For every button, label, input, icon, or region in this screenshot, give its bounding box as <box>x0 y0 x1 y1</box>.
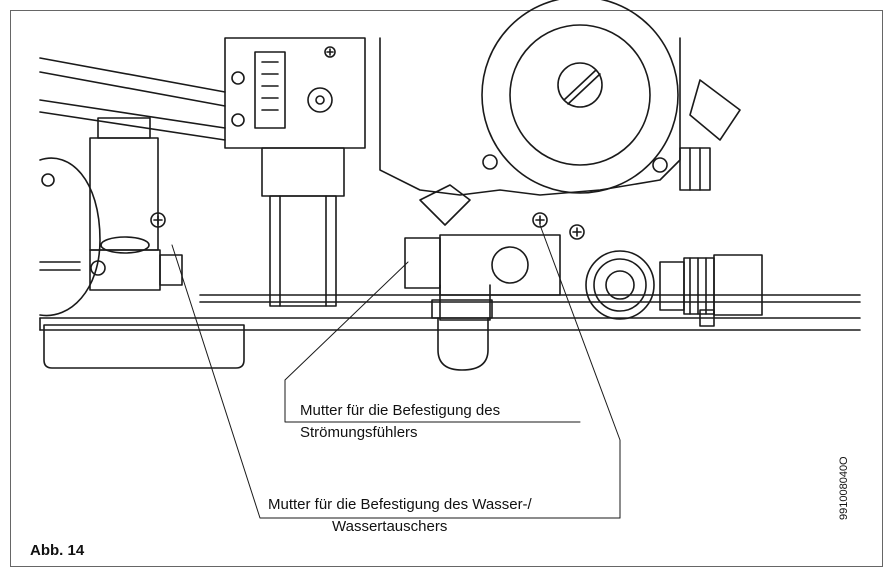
callout-flow-sensor-line2: Strömungsfühlers <box>300 424 418 441</box>
left-valve <box>89 117 183 291</box>
bottom-tray <box>43 324 245 369</box>
center-fitting <box>404 184 585 371</box>
figure-frame <box>10 10 883 567</box>
document-number: 991008040O <box>838 456 850 520</box>
leader-lines <box>171 224 621 519</box>
callout-exchanger-line2: Wassertauschers <box>332 518 448 535</box>
gas-valve <box>224 37 366 307</box>
pump <box>379 0 741 196</box>
figure-caption: Abb. 14 <box>30 542 85 559</box>
callout-flow-sensor-line1: Mutter für die Befestigung des <box>300 402 501 419</box>
callout-exchanger-line1: Mutter für die Befestigung des Wasser-/ <box>268 496 532 513</box>
right-knob <box>585 250 763 327</box>
left-pipes <box>39 57 226 141</box>
left-motor <box>39 157 101 317</box>
